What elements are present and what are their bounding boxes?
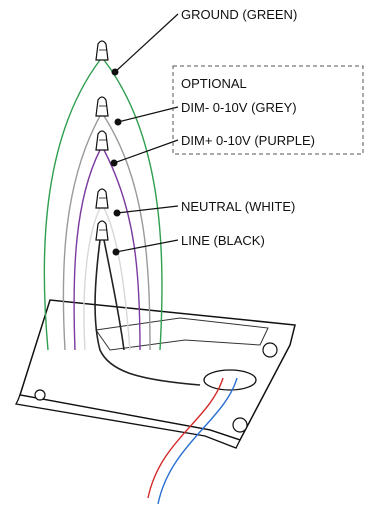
neutral-wire: [83, 207, 131, 351]
leader-dim-minus: [114, 106, 179, 126]
supply-wire-red: [147, 377, 224, 499]
label-neutral: NEUTRAL (WHITE): [181, 199, 295, 214]
ground-wire: [43, 59, 163, 351]
label-optional: OPTIONAL: [181, 76, 247, 91]
dim-plus-wire: [73, 149, 141, 351]
wire-nut-dim-minus: [95, 96, 109, 117]
wire-nut-neutral: [95, 188, 109, 209]
wire-nut-line: [95, 220, 109, 241]
dim-minus-wire: [62, 115, 151, 351]
label-dim-minus: DIM- 0-10V (GREY): [181, 100, 297, 115]
leader-line: [112, 239, 179, 256]
label-dim-plus: DIM+ 0-10V (PURPLE): [181, 133, 315, 148]
leader-ground: [111, 13, 179, 76]
label-ground: GROUND (GREEN): [181, 7, 297, 22]
line-wire: [94, 239, 201, 386]
wire-nut-ground: [95, 40, 109, 61]
mounting-plate: [15, 299, 296, 449]
label-line: LINE (BLACK): [181, 233, 265, 248]
optional-box: [172, 65, 364, 155]
leader-dim-plus: [110, 139, 179, 167]
leader-neutral: [113, 205, 179, 217]
supply-wire-blue: [157, 377, 238, 505]
wire-nut-dim-plus: [95, 130, 109, 151]
